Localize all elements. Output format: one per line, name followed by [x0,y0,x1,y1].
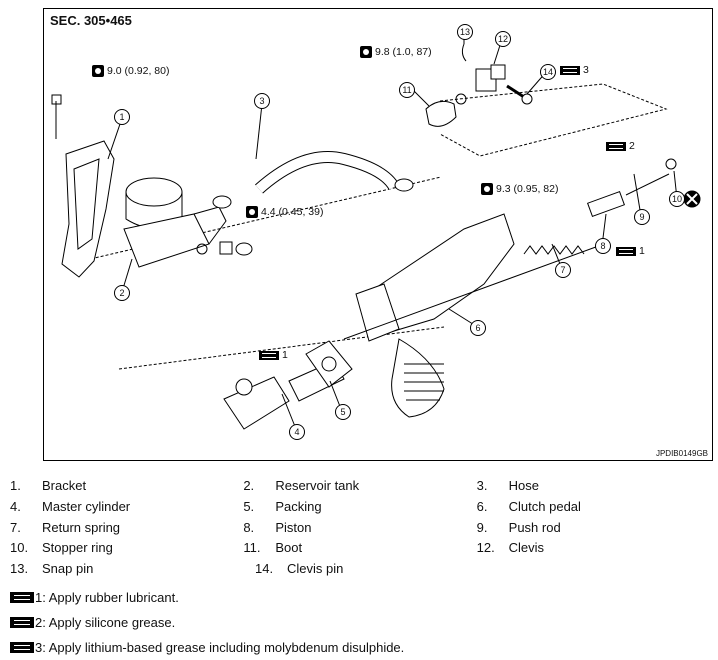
torque-wrench-icon [92,65,104,77]
note-rubber-lubricant: 1: Apply rubber lubricant. [10,585,404,610]
lube-mark-piston: 1 [616,245,645,257]
grease-gun-icon [259,350,279,360]
torque-wrench-icon [481,183,493,195]
exploded-view-diagram: SEC. 305•465 JPDIB0149GB 9.0 (0.92, 80) … [43,8,713,461]
part-item: 10.Stopper ring [10,540,113,556]
torque-spec-master-cylinder: 4.4 (0.45, 39) [246,206,323,218]
part-item: 2.Reservoir tank [243,478,360,493]
torque-spec-clevis: 9.8 (1.0, 87) [360,46,432,58]
part-item: 6.Clutch pedal [476,498,581,514]
section-label: SEC. 305•465 [50,13,132,28]
parts-legend: 1.Bracket 2.Reservoir tank 3.Hose 4.Mast… [10,478,710,582]
grease-gun-icon [10,642,34,653]
parts-row: 1.Bracket 2.Reservoir tank 3.Hose [10,478,710,499]
parts-row: 10.Stopper ring 11.Boot 12.Clevis [10,540,710,561]
callout-10: 10 [669,191,685,207]
callout-5: 5 [335,404,351,420]
lubrication-notes: 1: Apply rubber lubricant. 2: Apply sili… [10,585,404,660]
callout-2: 2 [114,285,130,301]
part-item: 11.Boot [243,540,303,556]
grease-gun-icon [560,65,580,75]
callout-14: 14 [540,64,556,80]
part-item: 12.Clevis [476,540,545,556]
torque-spec-pedal-nut: 9.3 (0.95, 82) [481,183,558,195]
part-item: 7.Return spring [10,519,121,535]
callout-8: 8 [595,238,611,254]
part-item: 9.Push rod [476,519,561,535]
lube-mark-push-rod: 2 [606,140,635,152]
grease-gun-icon [616,246,636,256]
callout-13: 13 [457,24,473,40]
grease-gun-icon [10,617,34,628]
parts-row: 13.Snap pin 14.Clevis pin [10,561,710,582]
note-silicone-grease: 2: Apply silicone grease. [10,610,404,635]
part-item: 8.Piston [243,519,312,535]
part-item: 14.Clevis pin [255,561,344,577]
part-item: 1.Bracket [10,478,87,493]
torque-spec-bracket-bolt: 9.0 (0.92, 80) [92,65,169,77]
part-item: 4.Master cylinder [10,498,131,514]
callout-12: 12 [495,31,511,47]
parts-row: 4.Master cylinder 5.Packing 6.Clutch ped… [10,499,710,520]
lube-mark-master-cylinder: 1 [259,349,288,361]
lube-mark-clevis-pin: 3 [560,64,589,76]
part-item: 13.Snap pin [10,561,94,577]
note-lithium-grease: 3: Apply lithium-based grease including … [10,635,404,660]
part-item: 5.Packing [243,498,322,514]
figure-id: JPDIB0149GB [655,449,708,458]
torque-wrench-icon [246,206,258,218]
callout-9: 9 [634,209,650,225]
callout-7: 7 [555,262,571,278]
torque-wrench-icon [360,46,372,58]
diagram-drawing [51,32,701,430]
callout-1: 1 [114,109,130,125]
callout-11: 11 [399,82,415,98]
callout-3: 3 [254,93,270,109]
callout-6: 6 [470,320,486,336]
grease-gun-icon [10,592,34,603]
part-item: 3.Hose [476,478,540,493]
parts-row: 7.Return spring 8.Piston 9.Push rod [10,520,710,541]
grease-gun-icon [606,141,626,151]
callout-4: 4 [289,424,305,440]
